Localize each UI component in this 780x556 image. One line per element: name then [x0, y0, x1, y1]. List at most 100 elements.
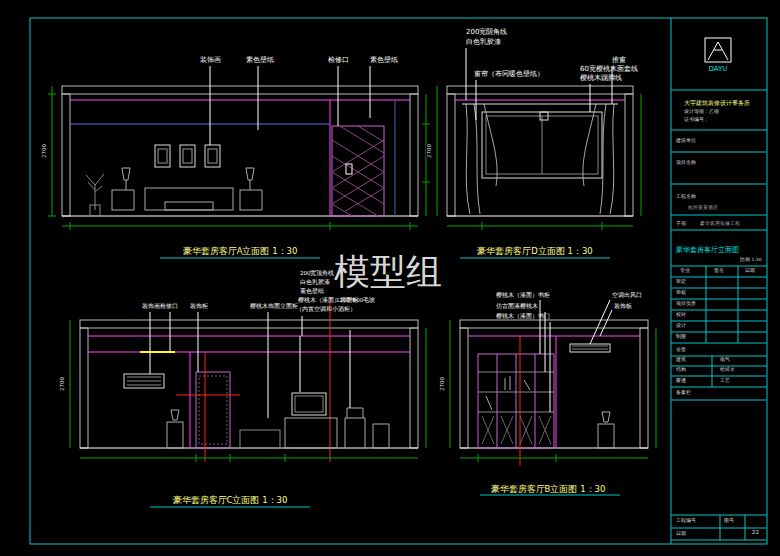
- cad-line: [671, 366, 767, 367]
- callout-label: 200宽阴角线: [466, 29, 507, 37]
- cad-line: [482, 222, 483, 230]
- cad-line: [240, 430, 280, 448]
- cad-line: [145, 188, 233, 210]
- cad-line: [258, 66, 259, 130]
- cad-line: [268, 312, 269, 418]
- cad-line: [70, 222, 71, 230]
- cad-line: [550, 322, 551, 412]
- cad-line: [180, 145, 195, 167]
- cad-line: [671, 356, 767, 357]
- cad-line: [70, 320, 71, 448]
- cad-line: [150, 507, 310, 508]
- table-cell: 给排水: [720, 368, 735, 373]
- cad-line: [671, 152, 767, 153]
- cad-line: [208, 149, 217, 163]
- cad-line: [671, 18, 672, 544]
- callout-label: 樱桃木饰面立面柜: [250, 303, 298, 309]
- cad-line: [482, 416, 551, 444]
- cad-line: [124, 374, 164, 388]
- callout-label: 仿古面漆樱桃木: [496, 303, 538, 309]
- table-cell: 项目负责: [676, 302, 696, 307]
- cad-line: [478, 354, 554, 448]
- title-block-text: 设计等级：乙级: [684, 110, 719, 115]
- cad-line: [345, 408, 365, 448]
- cad-line: [240, 190, 262, 210]
- cad-line: [600, 310, 612, 336]
- cad-line: [466, 48, 467, 100]
- callout-label: 窗帘（布同暖色壁纸）: [474, 71, 544, 79]
- cad-line: [292, 393, 326, 415]
- table-cell: 结构: [676, 368, 686, 373]
- sheet-frame: [30, 18, 767, 544]
- cad-line: [556, 454, 557, 462]
- cad-line: [572, 346, 608, 349]
- cad-line: [62, 86, 418, 94]
- title-block-text: 建设单位: [676, 138, 696, 144]
- cad-line: [476, 80, 477, 120]
- cad-line: [330, 100, 331, 216]
- cad-line: [198, 312, 199, 372]
- cad-line: [122, 168, 130, 190]
- cad-line: [540, 300, 541, 354]
- title-block-text: 子项: [676, 221, 686, 227]
- cad-line: [460, 320, 648, 328]
- cad-line: [80, 320, 418, 328]
- table-cell: 备案栏: [676, 391, 691, 396]
- elevation-c: [70, 300, 426, 507]
- cad-line: [112, 190, 134, 210]
- callout-label: 樱桃木踢脚线: [580, 75, 622, 83]
- callout-label: 装饰板: [614, 303, 632, 309]
- elevation-title: 豪华套房客厅D立面图 1：30: [477, 247, 592, 256]
- title-block-text: 比例 1:30: [740, 258, 762, 263]
- cad-line: [602, 222, 603, 230]
- cad-line: [302, 316, 303, 336]
- table-cell: 暖通: [676, 379, 686, 384]
- cad-line: [160, 258, 320, 259]
- cad-line: [410, 328, 418, 448]
- cad-line: [410, 94, 418, 216]
- cad-line: [590, 84, 591, 112]
- title-block-text: 杭州某某酒店: [688, 205, 718, 211]
- cad-line: [706, 266, 707, 343]
- cad-line: [516, 354, 517, 448]
- cad-line: [450, 320, 451, 448]
- cad-line: [486, 116, 598, 174]
- cad-line: [671, 90, 767, 91]
- callout-label: 60宽樱桃木面套线: [580, 66, 638, 74]
- cad-line: [466, 104, 497, 214]
- cad-line: [738, 266, 739, 343]
- cad-line: [210, 66, 211, 145]
- cad-line: [745, 515, 746, 540]
- cad-line: [183, 149, 192, 163]
- cad-line: [88, 336, 410, 337]
- cad-line: [705, 38, 731, 62]
- cad-line: [671, 277, 767, 278]
- cad-line: [48, 94, 56, 95]
- elevation-a: [48, 66, 430, 258]
- callout-label: 装饰画: [142, 303, 160, 309]
- cad-line: [330, 222, 331, 230]
- callout-label: 素色壁纸: [370, 57, 398, 65]
- cad-line: [712, 356, 713, 387]
- cad-line: [158, 149, 167, 163]
- title-block-text: 豪华套房客厅立面图: [676, 247, 739, 255]
- cad-line: [426, 328, 427, 448]
- cad-line: [542, 116, 543, 174]
- table-cell: 校对: [676, 313, 686, 318]
- cad-line: [478, 412, 554, 413]
- cad-line: [48, 216, 56, 217]
- cad-line: [556, 336, 557, 448]
- cad-line: [285, 418, 337, 448]
- cad-line: [52, 86, 53, 216]
- cad-line: [199, 376, 227, 444]
- cad-line: [30, 18, 767, 544]
- table-cell: 签名: [714, 269, 724, 274]
- callout-label: 白色乳胶漆: [466, 39, 501, 47]
- cad-line: [150, 312, 151, 374]
- elevation-d: [437, 48, 641, 258]
- cad-line: [671, 215, 767, 216]
- cad-line: [165, 202, 213, 210]
- cad-line: [205, 352, 206, 462]
- cad-line: [486, 376, 530, 410]
